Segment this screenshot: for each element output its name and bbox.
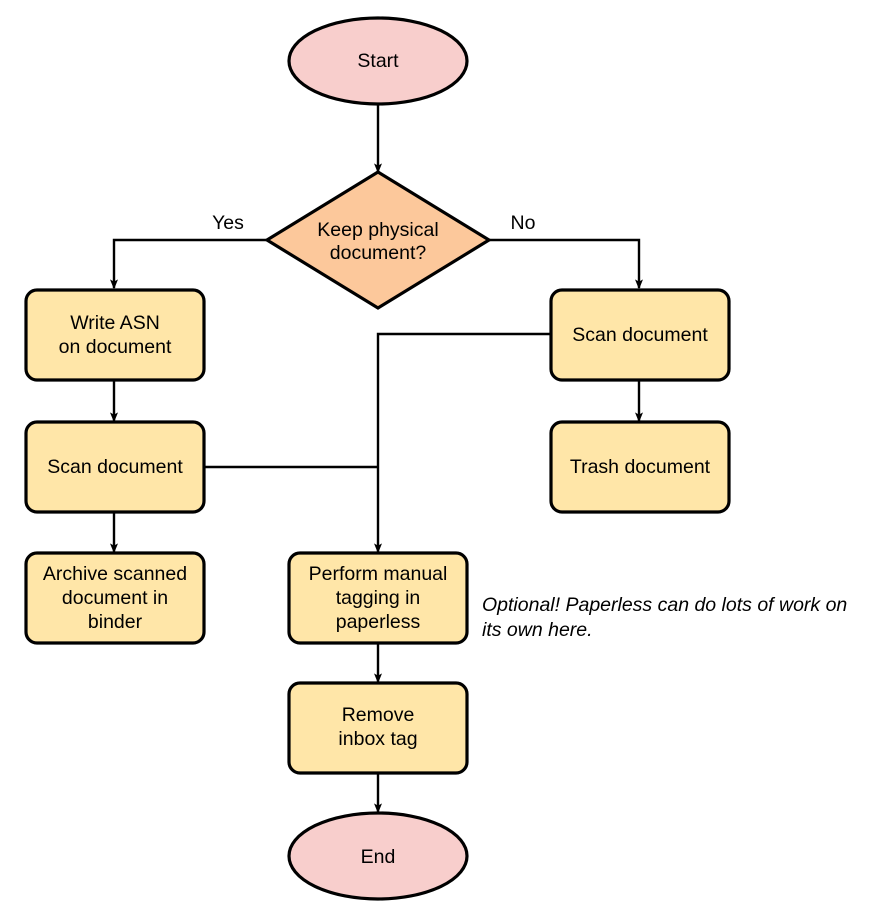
write-asn-label-line1: Write ASN — [70, 312, 160, 334]
node-scan-document-left[interactable]: Scan document — [24, 420, 206, 514]
edge-yes-to-write-asn — [110, 238, 268, 290]
scan-document-right-label: Scan document — [572, 324, 708, 346]
annotation-line2: its own here. — [482, 619, 593, 641]
tagging-label-line3: paperless — [336, 611, 421, 633]
archive-label-line2: document in — [62, 587, 168, 609]
annotation-line1: Optional! Paperless can do lots of work … — [482, 594, 847, 616]
edge-no-to-scan-right — [489, 238, 643, 290]
tagging-box — [287, 551, 469, 645]
tagging-label-line1: Perform manual — [309, 563, 448, 585]
remove-inbox-tag-label-line2: inbox tag — [338, 728, 417, 750]
edge-scan-right-to-tagging — [374, 332, 552, 554]
node-trash-document[interactable]: Trash document — [549, 420, 731, 514]
node-decision-keep-physical-document[interactable]: Keep physical document? — [263, 170, 493, 310]
node-start[interactable]: Start — [287, 16, 469, 106]
trash-document-label: Trash document — [570, 456, 711, 478]
end-label: End — [361, 846, 396, 868]
edge-label-yes: Yes — [212, 212, 244, 234]
annotation-optional-note: Optional! Paperless can do lots of work … — [482, 594, 847, 641]
node-remove-inbox-tag[interactable]: Remove inbox tag — [287, 681, 469, 775]
tagging-label-line2: tagging in — [336, 587, 421, 609]
remove-inbox-tag-box — [287, 681, 469, 775]
node-perform-manual-tagging[interactable]: Perform manual tagging in paperless — [287, 551, 469, 645]
remove-inbox-tag-label-line1: Remove — [342, 704, 415, 726]
node-archive-scanned-document[interactable]: Archive scanned document in binder — [24, 551, 206, 645]
scan-document-right-box — [549, 288, 731, 382]
write-asn-box — [24, 288, 206, 382]
node-scan-document-right[interactable]: Scan document — [549, 288, 731, 382]
archive-label-line1: Archive scanned — [43, 563, 187, 585]
archive-label-line3: binder — [88, 611, 143, 633]
start-label: Start — [357, 50, 399, 72]
node-write-asn[interactable]: Write ASN on document — [24, 288, 206, 382]
decision-label-line1: Keep physical — [317, 219, 438, 241]
decision-diamond — [263, 170, 493, 310]
decision-label-line2: document? — [330, 242, 427, 264]
start-ellipse — [287, 16, 469, 106]
node-end[interactable]: End — [287, 811, 469, 901]
end-ellipse — [287, 811, 469, 901]
write-asn-label-line2: on document — [59, 336, 172, 358]
scan-document-left-label: Scan document — [47, 456, 183, 478]
trash-document-box — [549, 420, 731, 514]
archive-box — [24, 551, 206, 645]
scan-document-left-box — [24, 420, 206, 514]
edge-label-no: No — [511, 212, 536, 234]
